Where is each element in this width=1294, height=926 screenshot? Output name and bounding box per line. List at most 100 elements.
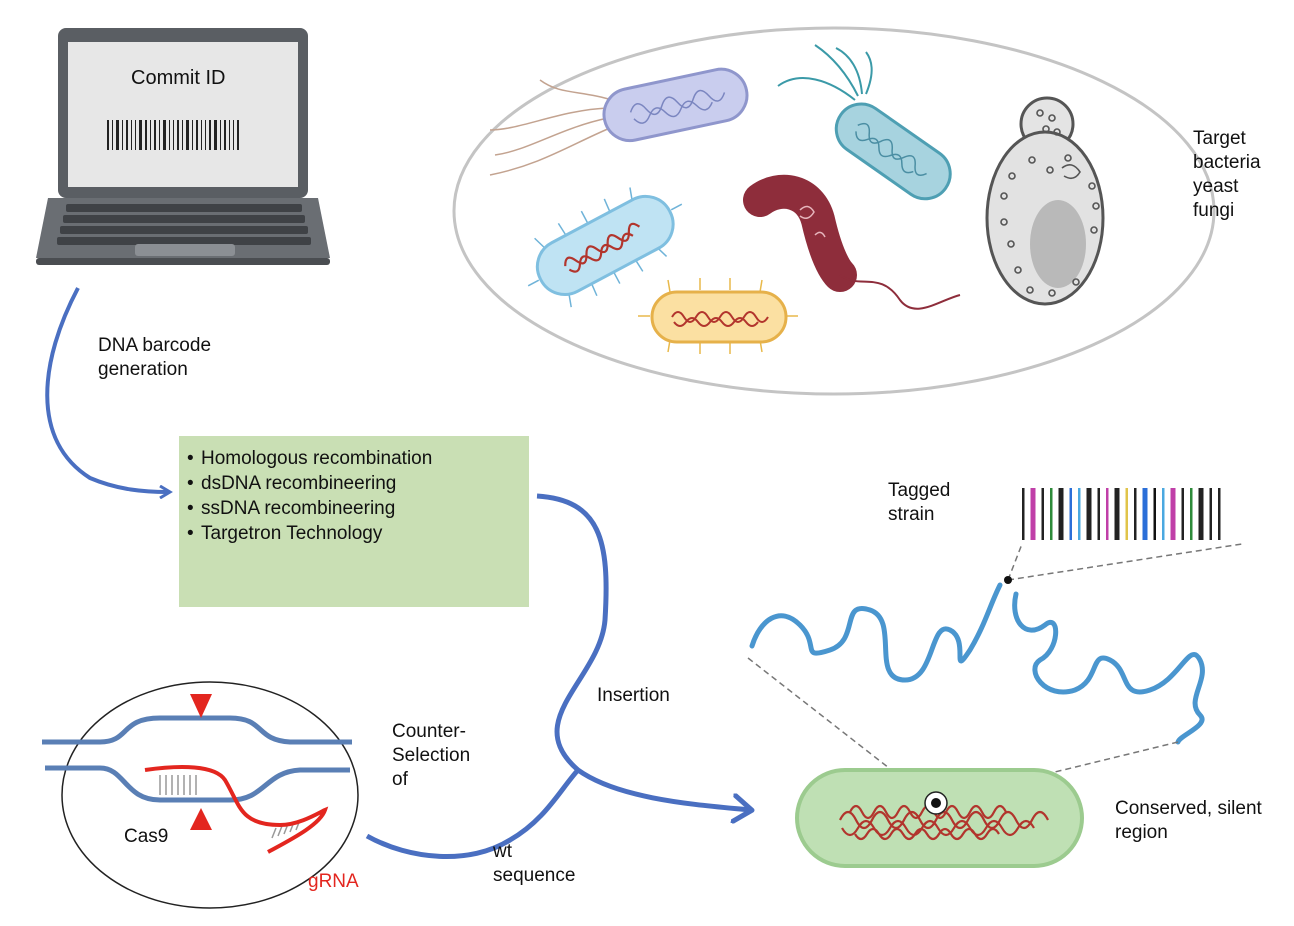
tag-barcode-bar — [1069, 488, 1072, 540]
tag-barcode-bar — [1162, 488, 1165, 540]
tag-barcode-bar — [1086, 488, 1092, 540]
cas9-label: Cas9 — [124, 826, 169, 847]
methods-box: Homologous recombination dsDNA recombine… — [179, 436, 529, 607]
target-line: yeast — [1193, 176, 1239, 197]
barcode-generation-line-1: DNA barcode — [98, 335, 212, 356]
method-item: ssDNA recombineering — [187, 496, 529, 521]
barcode-bar — [209, 120, 211, 150]
barcode-bar — [229, 120, 230, 150]
barcode-bar — [154, 120, 156, 150]
counter-selection-line: of — [392, 769, 408, 790]
tag-barcode-bar — [1125, 488, 1128, 540]
method-item: Homologous recombination — [187, 446, 529, 471]
barcode-bar — [214, 120, 217, 150]
barcode-bar — [186, 120, 189, 150]
target-organisms-ellipse — [452, 26, 1216, 396]
conserved-region-line-1: Conserved, silent — [1115, 798, 1262, 819]
tag-barcode-bar — [1153, 488, 1156, 540]
barcode-bar — [182, 120, 183, 150]
barcode-bar — [135, 120, 136, 150]
yeast-cell-icon — [985, 96, 1105, 306]
tag-barcode-bar — [1041, 488, 1044, 540]
laptop-icon — [36, 28, 330, 265]
curved-bacterium-icon — [743, 174, 961, 310]
tag-barcode-bar — [1106, 488, 1109, 540]
barcode-bar — [122, 120, 123, 150]
barcode-bar — [139, 120, 142, 150]
grna-strand — [144, 765, 329, 854]
laptop-screen — [68, 42, 298, 187]
tag-barcode-bar — [1114, 488, 1120, 540]
barcode-bar — [107, 120, 109, 150]
barcode-bar — [224, 120, 226, 150]
tag-barcode-bar — [1134, 488, 1137, 540]
counter-selection-arrow — [365, 768, 580, 860]
target-line: bacteria — [1193, 152, 1261, 173]
tag-barcode-bar — [1078, 488, 1081, 540]
barcode-bar — [163, 120, 166, 150]
barcode-generation-label: DNA barcode generation — [98, 334, 211, 382]
target-organisms-label: Target bacteria yeast fungi — [1193, 127, 1261, 223]
teal-bacterium-icon — [777, 44, 952, 201]
barcode-bar — [169, 120, 170, 150]
grna-label: gRNA — [308, 871, 359, 892]
barcode-bar — [237, 120, 239, 150]
counter-selection-line: Counter- — [392, 721, 466, 742]
barcode-bar — [220, 120, 221, 150]
barcode-generation-line-2: generation — [98, 359, 188, 380]
laptop-barcode-icon — [107, 120, 239, 150]
tagged-barcode-icon — [1022, 488, 1221, 540]
tagged-bacterium-icon — [795, 768, 1084, 868]
barcode-bar — [131, 120, 132, 150]
chromosome-dna-icon — [749, 582, 1205, 745]
laptop-trackpad — [135, 244, 235, 256]
tagged-strain-line-2: strain — [888, 504, 935, 525]
barcode-bar — [126, 120, 128, 150]
tag-barcode-bar — [1190, 488, 1193, 540]
dna-double-strand — [42, 715, 352, 803]
barcode-bar — [173, 120, 174, 150]
barcode-bar — [159, 120, 160, 150]
purple-bacterium-icon — [489, 67, 749, 176]
method-item: Targetron Technology — [187, 521, 529, 546]
barcode-bar — [205, 120, 206, 150]
tag-barcode-bar — [1058, 488, 1064, 540]
barcode-bar — [150, 120, 151, 150]
tag-barcode-bar — [1198, 488, 1204, 540]
barcode-bar — [201, 120, 202, 150]
tag-barcode-bar — [1142, 488, 1148, 540]
target-line: fungi — [1193, 200, 1235, 221]
conserved-region-line-2: region — [1115, 822, 1168, 843]
tag-barcode-bar — [1218, 488, 1221, 540]
yellow-bacterium-icon — [638, 278, 798, 354]
cut-site-top-icon — [190, 694, 212, 718]
tag-barcode-bar — [1050, 488, 1053, 540]
tagged-strain-line-1: Tagged — [888, 480, 951, 501]
barcode-bar — [196, 120, 198, 150]
insertion-label: Insertion — [597, 685, 670, 706]
method-item: dsDNA recombineering — [187, 471, 529, 496]
counter-selection-line: Selection — [392, 745, 471, 766]
wt-sequence-line-1: wt — [493, 841, 512, 862]
tag-barcode-bar — [1030, 488, 1036, 540]
tagged-strain-label: Tagged strain — [888, 479, 950, 527]
counter-selection-label: Counter- Selection of — [392, 720, 470, 792]
tag-barcode-bar — [1170, 488, 1176, 540]
tag-barcode-bar — [1181, 488, 1184, 540]
barcode-bar — [233, 120, 234, 150]
laptop-keys — [57, 204, 311, 245]
crispr-ellipse — [61, 681, 359, 909]
cut-site-bottom-icon — [190, 808, 212, 830]
barcode-generation-arrow — [45, 287, 168, 492]
tag-barcode-bar — [1209, 488, 1212, 540]
barcode-insert-point — [1004, 576, 1012, 584]
commit-id-label: Commit ID — [131, 67, 226, 89]
barcode-bar — [177, 120, 179, 150]
blue-bacterium-icon — [527, 187, 683, 308]
barcode-bar — [145, 120, 147, 150]
barcode-bar — [116, 120, 119, 150]
barcode-bar — [112, 120, 113, 150]
base-pairs — [159, 775, 301, 839]
insertion-arrow — [536, 493, 750, 810]
